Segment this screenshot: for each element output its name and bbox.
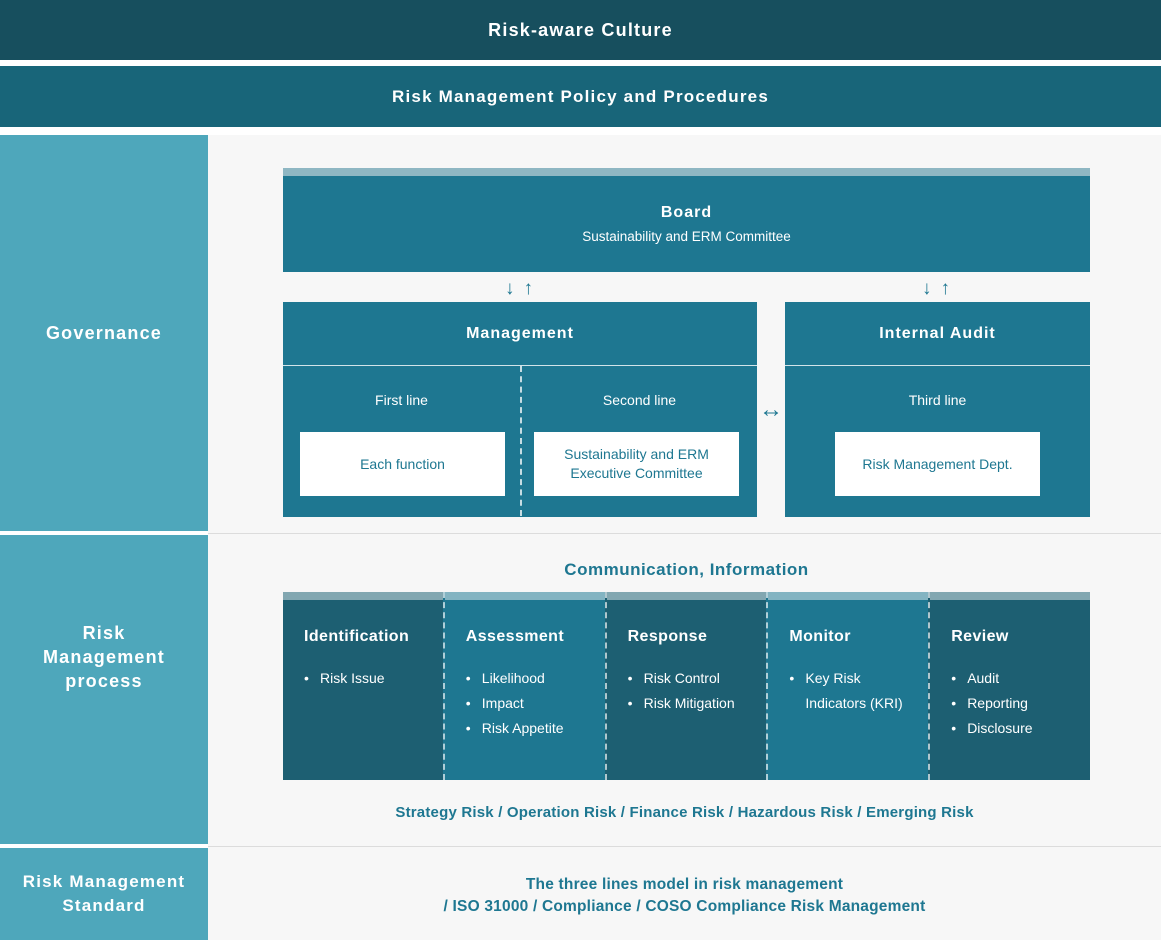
internal-audit-box: Internal Audit Third line Risk Managemen… (785, 302, 1090, 517)
column-top-strip (283, 592, 443, 600)
board-management-arrows: ↓ ↑ (489, 277, 549, 301)
list-item: Key Risk Indicators (KRI) (789, 666, 914, 716)
process-column-monitor: Monitor Key Risk Indicators (KRI) (766, 592, 929, 780)
risk-management-dept-box: Risk Management Dept. (835, 432, 1040, 496)
risk-types-label: Strategy Risk / Operation Risk / Finance… (395, 804, 974, 821)
section-divider-2 (208, 846, 1161, 847)
list-item: Impact (466, 691, 591, 716)
standard-line-2: / ISO 31000 / Compliance / COSO Complian… (443, 898, 926, 915)
management-box: Management First line Each function Seco… (283, 302, 757, 517)
list-item: Disclosure (951, 716, 1076, 741)
sidebar-section-process: Risk Management process (0, 535, 208, 844)
column-title: Assessment (465, 628, 565, 645)
banner-policy-procedures: Risk Management Policy and Procedures (0, 66, 1161, 127)
internal-audit-title: Internal Audit (785, 302, 1090, 366)
column-items: Risk Control Risk Mitigation (628, 666, 753, 716)
list-item: Reporting (951, 691, 1076, 716)
board-title: Board (660, 204, 713, 221)
first-line-label: First line (375, 392, 428, 408)
management-title: Management (283, 302, 757, 366)
process-column-review: Review Audit Reporting Disclosure (928, 592, 1090, 780)
column-title: Monitor (789, 628, 851, 645)
column-items: Risk Issue (304, 666, 429, 691)
process-column-assessment: Assessment Likelihood Impact Risk Appeti… (442, 592, 605, 780)
board-top-strip (283, 168, 1090, 176)
first-line-column: First line Each function (283, 366, 520, 516)
sidebar-standard-label: Risk Management Standard (22, 872, 186, 915)
list-item: Risk Appetite (466, 716, 591, 741)
second-line-label: Second line (602, 392, 677, 408)
list-item: Risk Mitigation (628, 691, 753, 716)
column-top-strip (606, 592, 767, 600)
process-column-identification: Identification Risk Issue (283, 592, 443, 780)
sidebar-governance-label: Governance (45, 323, 163, 343)
arrow-down-icon: ↓ (922, 278, 932, 299)
column-items: Likelihood Impact Risk Appetite (466, 666, 591, 741)
banner-risk-aware-culture-label: Risk-aware Culture (488, 19, 673, 40)
column-title: Identification (304, 628, 410, 645)
column-title: Response (627, 628, 708, 645)
process-columns: Identification Risk Issue Assessment Lik… (283, 592, 1090, 780)
board-box: Board Sustainability and ERM Committee (283, 176, 1090, 272)
board-subtitle: Sustainability and ERM Committee (582, 229, 791, 244)
sustainability-erm-executive-committee-box: Sustainability and ERM Executive Committ… (534, 432, 739, 496)
column-top-strip (768, 592, 929, 600)
column-top-strip (930, 592, 1090, 600)
column-items: Audit Reporting Disclosure (951, 666, 1076, 741)
list-item: Risk Control (628, 666, 753, 691)
list-item: Audit (951, 666, 1076, 691)
standard-line-1: The three lines model in risk management (525, 876, 844, 893)
column-items: Key Risk Indicators (KRI) (789, 666, 914, 716)
arrow-down-icon: ↓ (505, 278, 515, 299)
communication-information-label: Communication, Information (564, 560, 809, 579)
list-item: Risk Issue (304, 666, 429, 691)
banner-policy-procedures-label: Risk Management Policy and Procedures (392, 86, 769, 106)
arrow-up-icon: ↑ (523, 278, 534, 299)
each-function-box: Each function (300, 432, 505, 496)
column-top-strip (444, 592, 605, 600)
arrow-up-icon: ↑ (940, 278, 951, 299)
left-right-arrow-icon: ↔ (759, 396, 783, 423)
banner-risk-aware-culture: Risk-aware Culture (0, 0, 1161, 60)
sidebar-process-label: Risk Management process (42, 622, 166, 691)
section-divider-1 (208, 533, 1161, 534)
process-column-response: Response Risk Control Risk Mitigation (604, 592, 767, 780)
sidebar-section-governance: Governance (0, 135, 208, 531)
second-line-column: Second line Sustainability and ERM Execu… (520, 366, 757, 516)
board-audit-arrows: ↓ ↑ (906, 277, 966, 301)
risk-management-standard-text: The three lines model in risk management… (208, 874, 1161, 918)
third-line-label: Third line (908, 392, 967, 408)
column-title: Review (951, 628, 1009, 645)
sidebar-section-standard: Risk Management Standard (0, 848, 208, 940)
list-item: Likelihood (466, 666, 591, 691)
